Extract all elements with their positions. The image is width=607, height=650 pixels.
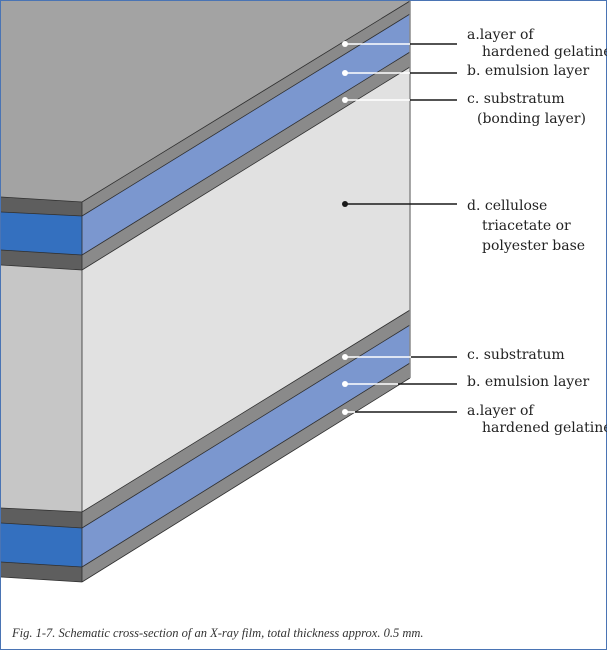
front-substratum-top (1, 250, 82, 270)
front-emulsion-bottom (1, 523, 82, 567)
side-gelatine-top (82, 1, 410, 216)
front-base (1, 265, 82, 512)
leader-middle-d (342, 201, 457, 207)
label-bottom-emulsion: b. emulsion layer (467, 374, 589, 391)
leader-top-a (342, 41, 457, 47)
label-text: c. substratum (467, 347, 565, 363)
front-gelatine-bottom (1, 562, 82, 582)
leader-bottom-a (342, 409, 457, 415)
leader-dot (342, 97, 348, 103)
side-emulsion-bottom (82, 325, 410, 567)
figure-caption: Fig. 1-7. Schematic cross-section of an … (12, 626, 424, 640)
label-text: d. cellulose (467, 198, 548, 214)
leader-dot (342, 354, 348, 360)
leader-dot (342, 41, 348, 47)
leader-dot (342, 201, 348, 207)
label-top-emulsion: b. emulsion layer (467, 63, 589, 80)
side-substratum-bottom (82, 310, 410, 528)
front-substratum-bottom (1, 508, 82, 528)
leader-top-c (342, 97, 457, 103)
label-top-substratum: c. substratum (bonding layer) (467, 91, 586, 128)
label-text: triacetate or (482, 218, 571, 234)
leader-bottom-b (342, 381, 457, 387)
leader-top-b (342, 70, 457, 76)
side-substratum-top (82, 52, 410, 270)
leader-dot (342, 70, 348, 76)
label-text: b. emulsion layer (467, 63, 590, 79)
label-text: b. emulsion layer (467, 374, 590, 390)
label-top-gelatine: a.layer of hardened gelatine (467, 27, 607, 61)
label-base: d. cellulose triacetate or polyester bas… (467, 196, 585, 256)
label-text: (bonding layer) (477, 111, 586, 127)
label-text: polyester base (482, 238, 586, 254)
leader-dot (342, 381, 348, 387)
side-base (82, 67, 410, 512)
label-text: a.layer of (467, 27, 534, 43)
label-bottom-substratum: c. substratum (467, 347, 565, 364)
side-emulsion-top (82, 14, 410, 255)
label-text: a.layer of (467, 403, 534, 419)
side-gelatine-bottom (82, 363, 410, 582)
label-bottom-gelatine: a.layer of hardened gelatine (467, 403, 607, 437)
top-surface (1, 1, 410, 202)
label-text: hardened gelatine (482, 420, 607, 436)
label-text: hardened gelatine (482, 44, 607, 60)
front-gelatine-top (1, 197, 82, 216)
leader-bottom-c (342, 354, 457, 360)
leader-dot (342, 409, 348, 415)
label-text: c. substratum (467, 91, 565, 107)
front-emulsion-top (1, 212, 82, 255)
